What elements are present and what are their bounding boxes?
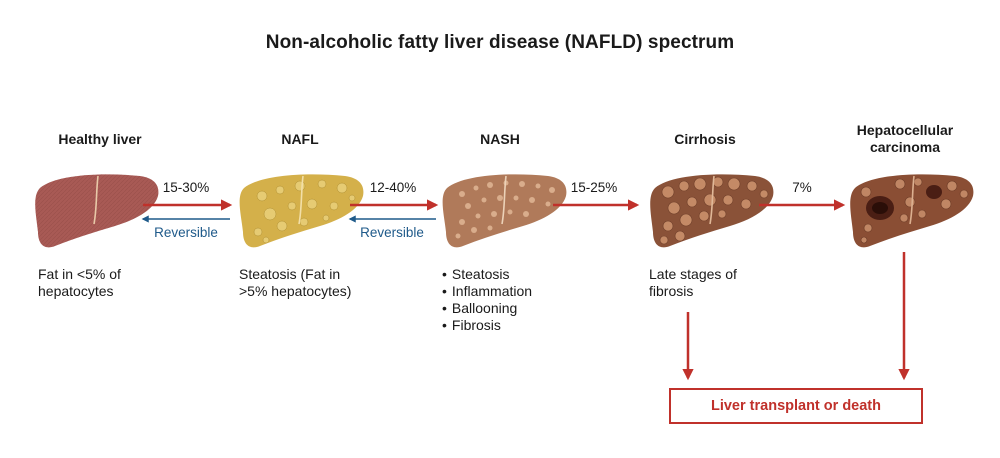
healthy-description: Fat in <5% of hepatocytes xyxy=(38,266,178,300)
rate-healthy-to-nafl: 15-30% xyxy=(162,180,210,195)
stage-label-healthy: Healthy liver xyxy=(58,131,142,147)
cirrhosis-description: Late stages of fibrosis xyxy=(649,266,789,300)
healthy-description-line1: Fat in <5% of xyxy=(38,266,121,282)
rate-nash-to-cirrhosis: 15-25% xyxy=(570,180,618,195)
hcc-liver-icon xyxy=(850,174,974,248)
cirrhosis-liver-icon xyxy=(650,174,774,248)
stage-label-cirrhosis: Cirrhosis xyxy=(674,131,736,147)
healthy-liver-icon xyxy=(35,174,159,248)
nash-feature-item: Fibrosis xyxy=(442,317,582,334)
nafl-liver-icon xyxy=(239,174,364,248)
nash-feature-item: Ballooning xyxy=(442,300,582,317)
nash-feature-item: Inflammation xyxy=(442,283,582,300)
stage-label-hcc-line1: Hepatocellular xyxy=(856,122,954,138)
nafl-description: Steatosis (Fat in >5% hepatocytes) xyxy=(239,266,389,300)
cirrhosis-description-line1: Late stages of xyxy=(649,266,737,282)
stage-label-hcc-line2: carcinoma xyxy=(869,139,941,155)
nash-features-list: Steatosis Inflammation Ballooning Fibros… xyxy=(442,266,582,334)
healthy-description-line2: hepatocytes xyxy=(38,283,114,299)
nash-liver-icon xyxy=(442,174,567,248)
reversible-label-1: Reversible xyxy=(154,225,218,240)
outcome-label: Liver transplant or death xyxy=(710,398,881,414)
stage-label-nash: NASH xyxy=(480,131,520,147)
nafl-description-line1: Steatosis (Fat in xyxy=(239,266,341,282)
outcome-box: Liver transplant or death xyxy=(669,388,923,424)
stage-label-hcc: Hepatocellular carcinoma xyxy=(840,122,970,156)
cirrhosis-description-line2: fibrosis xyxy=(649,283,694,299)
nafl-description-line2: >5% hepatocytes) xyxy=(239,283,352,299)
reversible-label-2: Reversible xyxy=(360,225,424,240)
rate-nafl-to-nash: 12-40% xyxy=(369,180,417,195)
stage-label-nafl: NAFL xyxy=(281,131,319,147)
nash-feature-item: Steatosis xyxy=(442,266,582,283)
rate-cirrhosis-to-hcc: 7% xyxy=(792,180,812,195)
diagram-title: Non-alcoholic fatty liver disease (NAFLD… xyxy=(265,32,735,53)
